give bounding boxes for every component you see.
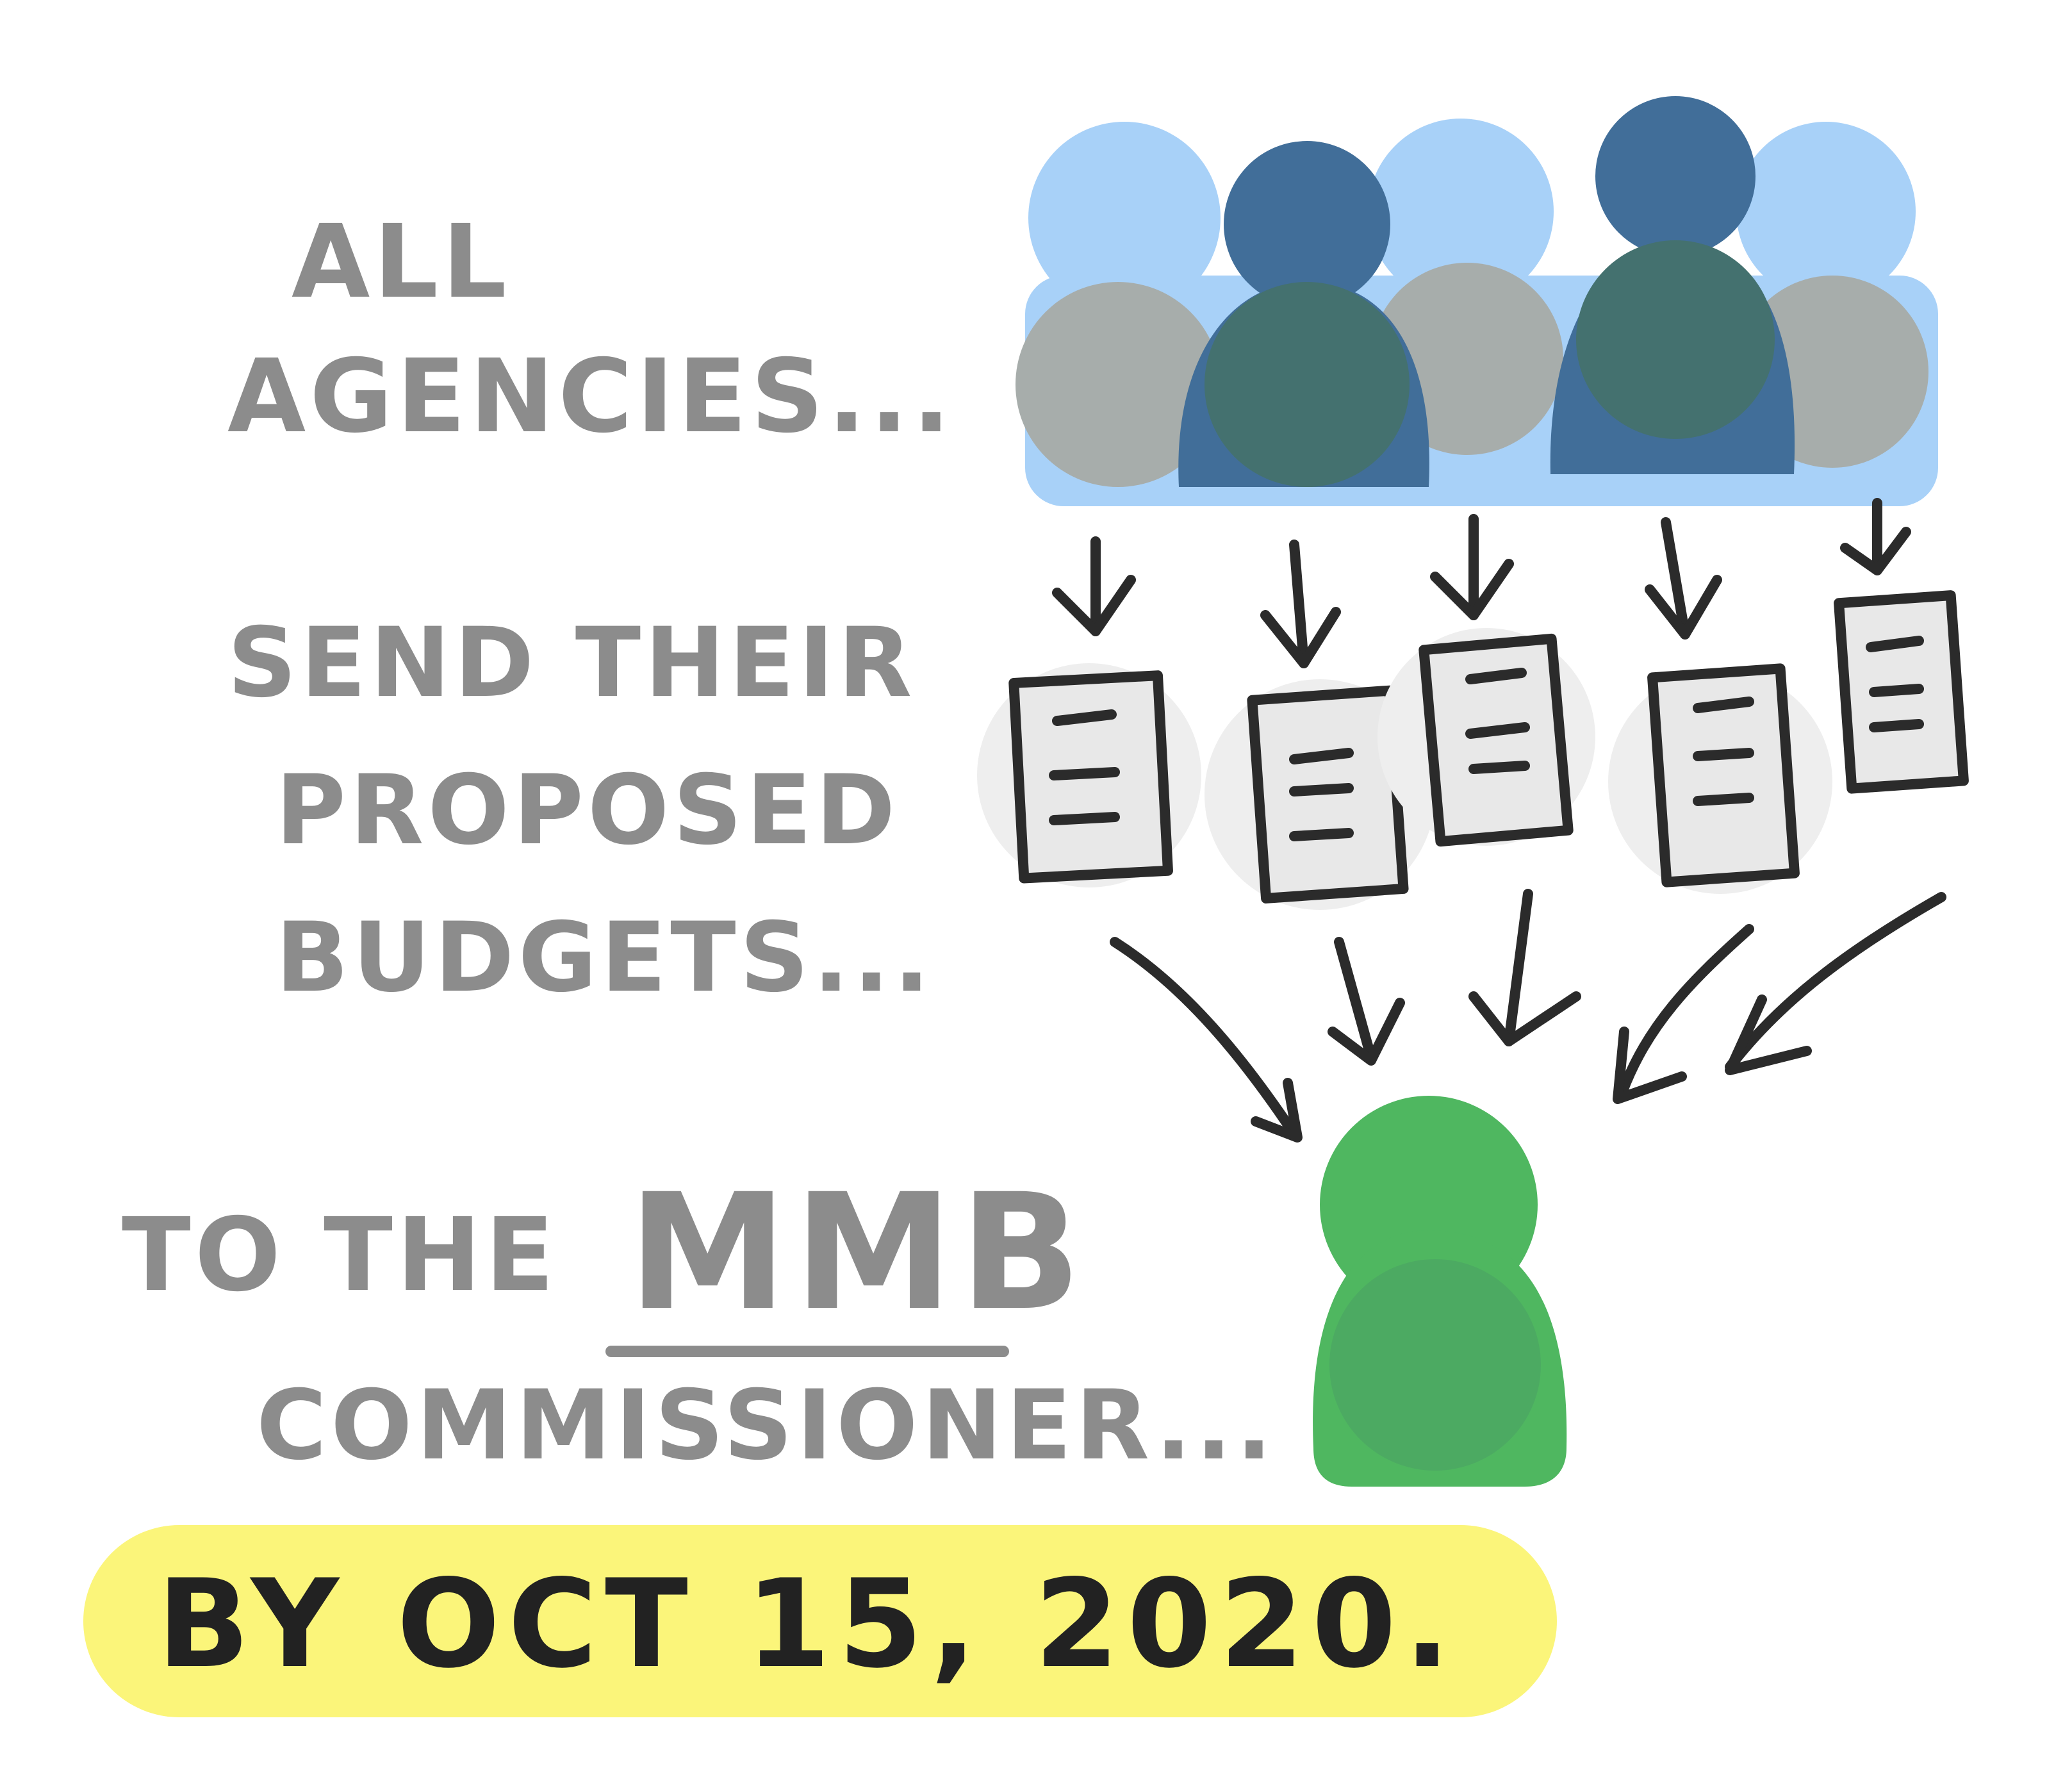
arrow-icon — [1725, 892, 1946, 1075]
text-mmb: MMB — [628, 1159, 1089, 1346]
text-send-their: SEND THEIR — [227, 607, 916, 719]
arrow-icon — [1613, 924, 1754, 1104]
arrow-icon — [1430, 514, 1514, 620]
text-to-the: TO THE — [122, 1196, 559, 1314]
text-all: ALL — [292, 203, 511, 321]
arrow-icon — [1052, 536, 1136, 636]
text-budgets: BUDGETS... — [275, 902, 934, 1014]
document-icon — [1377, 628, 1595, 847]
agency-overlap-discs — [1205, 240, 1775, 487]
document-icon — [1834, 590, 1969, 794]
arrow-icon — [1468, 889, 1581, 1046]
deadline-text: BY OCT 15, 2020. — [157, 1553, 1458, 1695]
document-icon — [977, 663, 1201, 887]
text-proposed: PROPOSED — [275, 755, 900, 866]
deadline-highlight — [83, 1525, 1557, 1717]
mmb-underline — [605, 1346, 1009, 1357]
text-agencies: AGENCIES... — [227, 338, 955, 456]
text-commissioner: COMMISSIONER... — [256, 1370, 1276, 1481]
arrow-icon — [1260, 540, 1341, 668]
arrow-icon — [1328, 937, 1405, 1066]
arrow-icon — [1840, 498, 1911, 575]
document-icon — [1608, 663, 1832, 894]
arrow-icon — [1645, 517, 1722, 640]
arrow-icon — [1110, 937, 1303, 1143]
